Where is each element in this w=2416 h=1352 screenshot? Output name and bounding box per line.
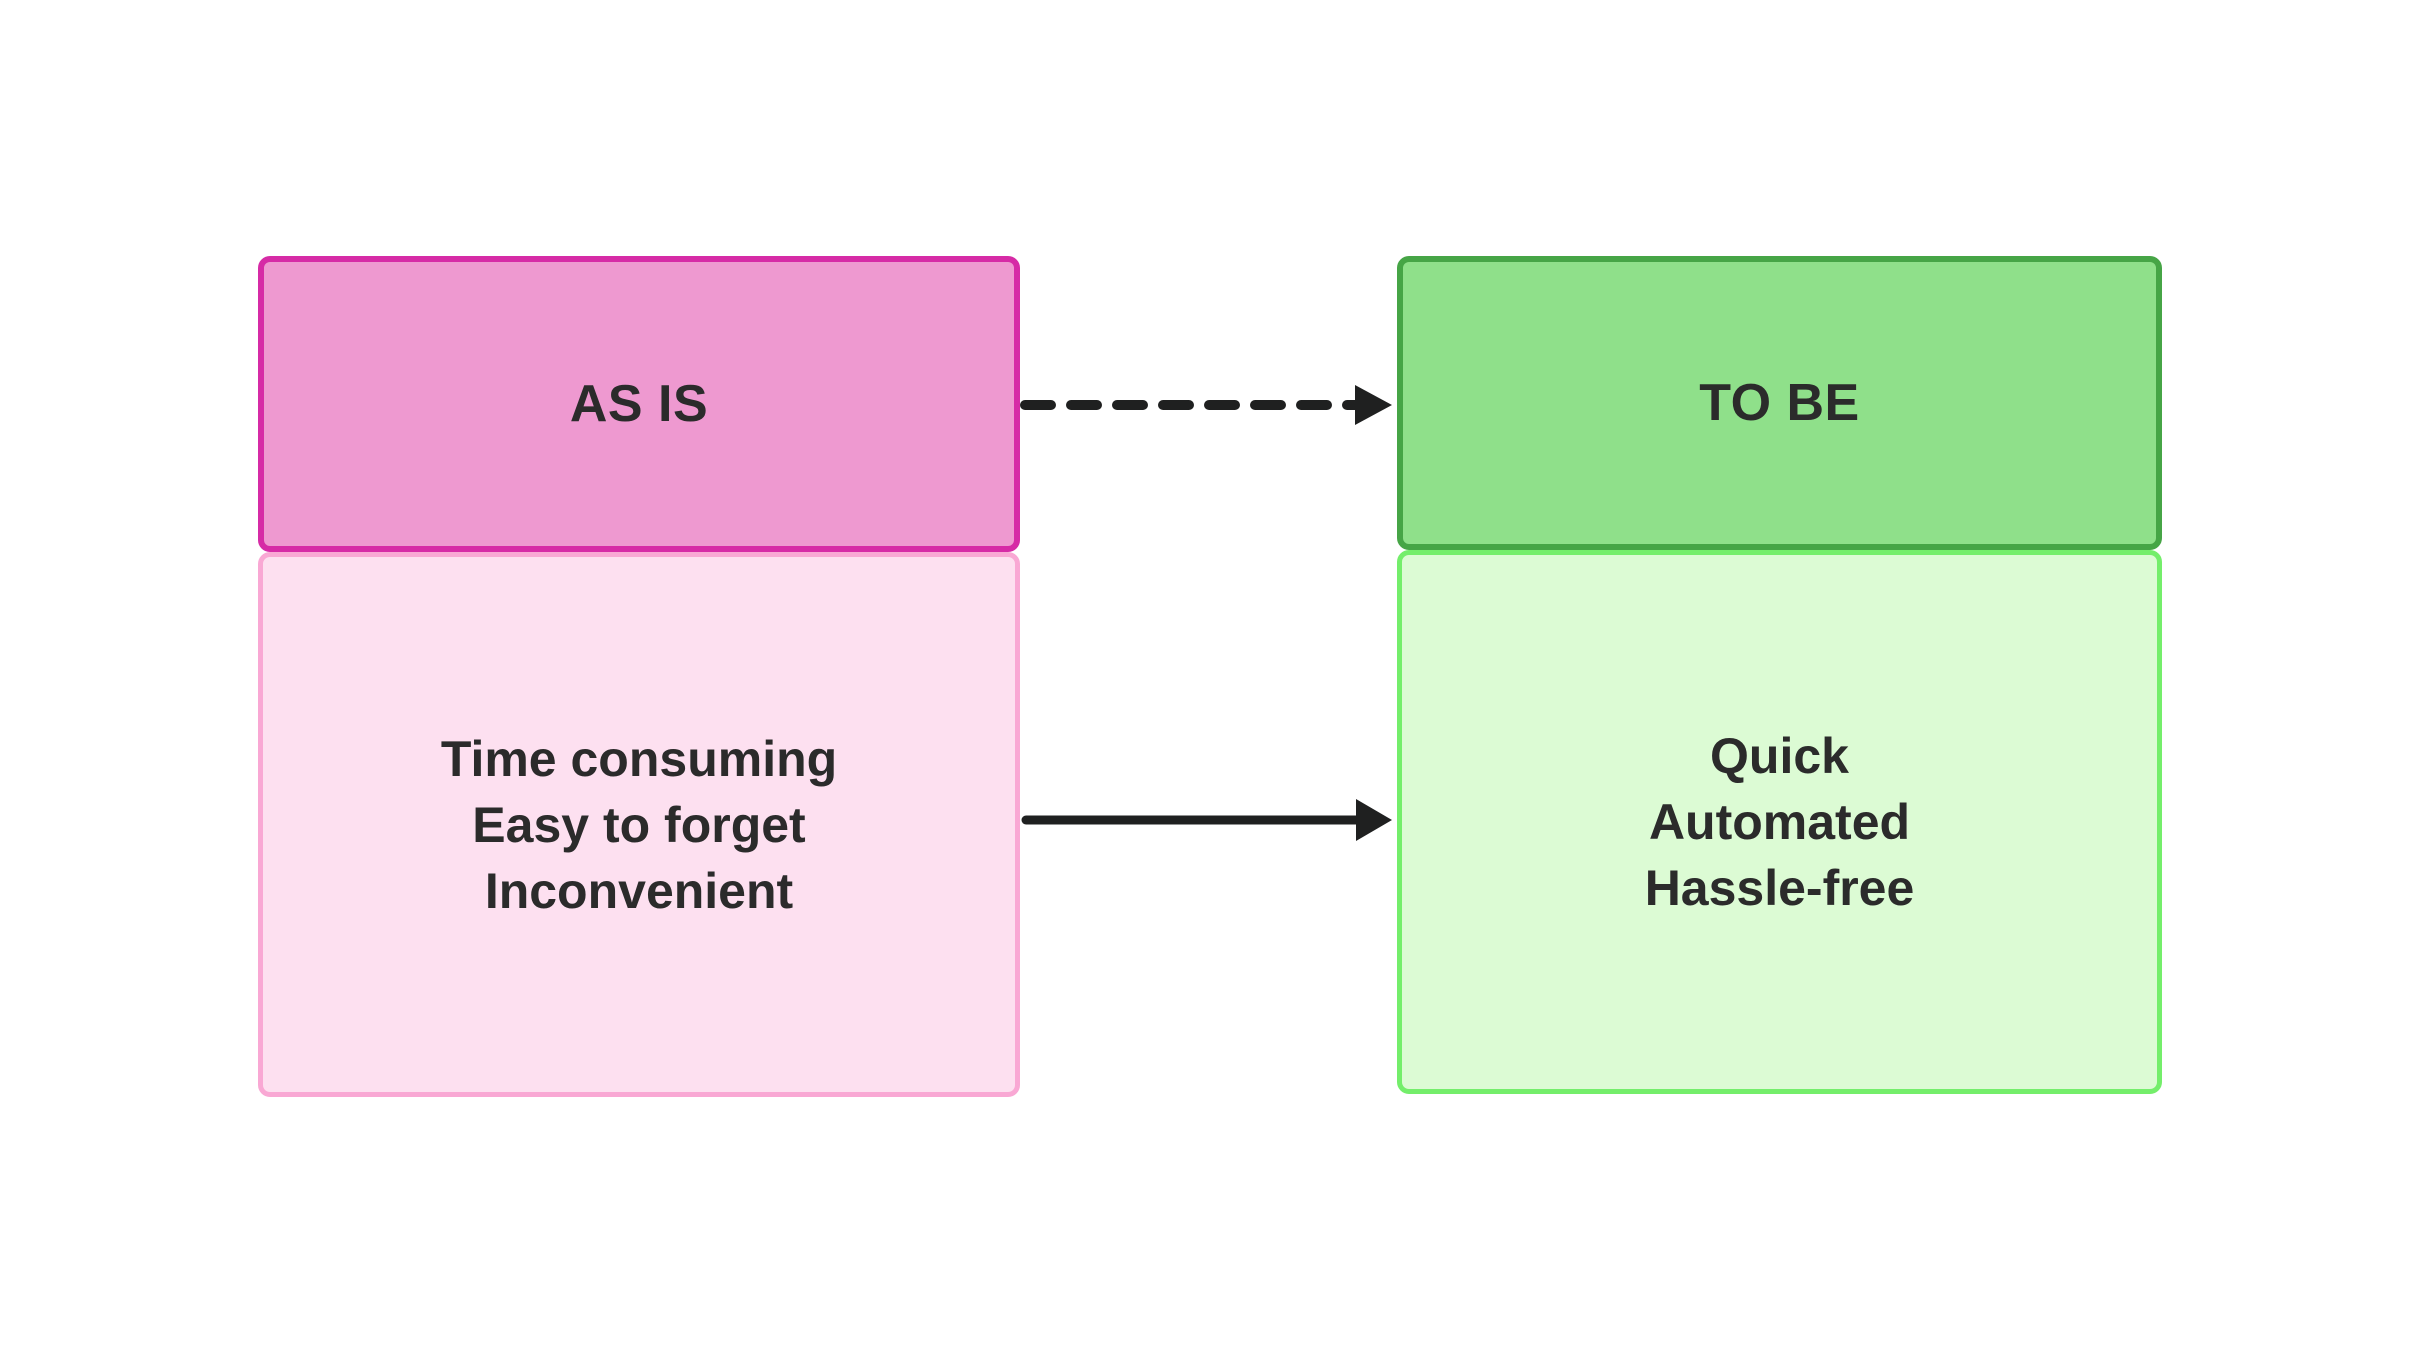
- header-transition-dashed-arrow-icon: [1020, 385, 1392, 425]
- as-is-item-3: Inconvenient: [484, 862, 794, 919]
- to-be-item-3: Hassle-free: [1644, 860, 1915, 916]
- to-be-header-label: TO BE: [1699, 374, 1860, 432]
- to-be-item-2: Automated: [1648, 794, 1911, 850]
- as-is-item-2: Easy to forget: [472, 796, 806, 853]
- body-transition-solid-arrow-icon: [1021, 799, 1392, 841]
- to-be-header-box[interactable]: TO BE: [1397, 256, 2162, 550]
- as-is-header-box[interactable]: AS IS: [258, 256, 1020, 552]
- as-is-item-1: Time consuming: [440, 730, 838, 787]
- as-is-header-label: AS IS: [569, 375, 709, 433]
- as-is-body-box[interactable]: Time consuming Easy to forget Inconvenie…: [258, 552, 1020, 1097]
- to-be-item-1: Quick: [1710, 728, 1849, 784]
- to-be-body-box[interactable]: Quick Automated Hassle-free: [1397, 550, 2162, 1094]
